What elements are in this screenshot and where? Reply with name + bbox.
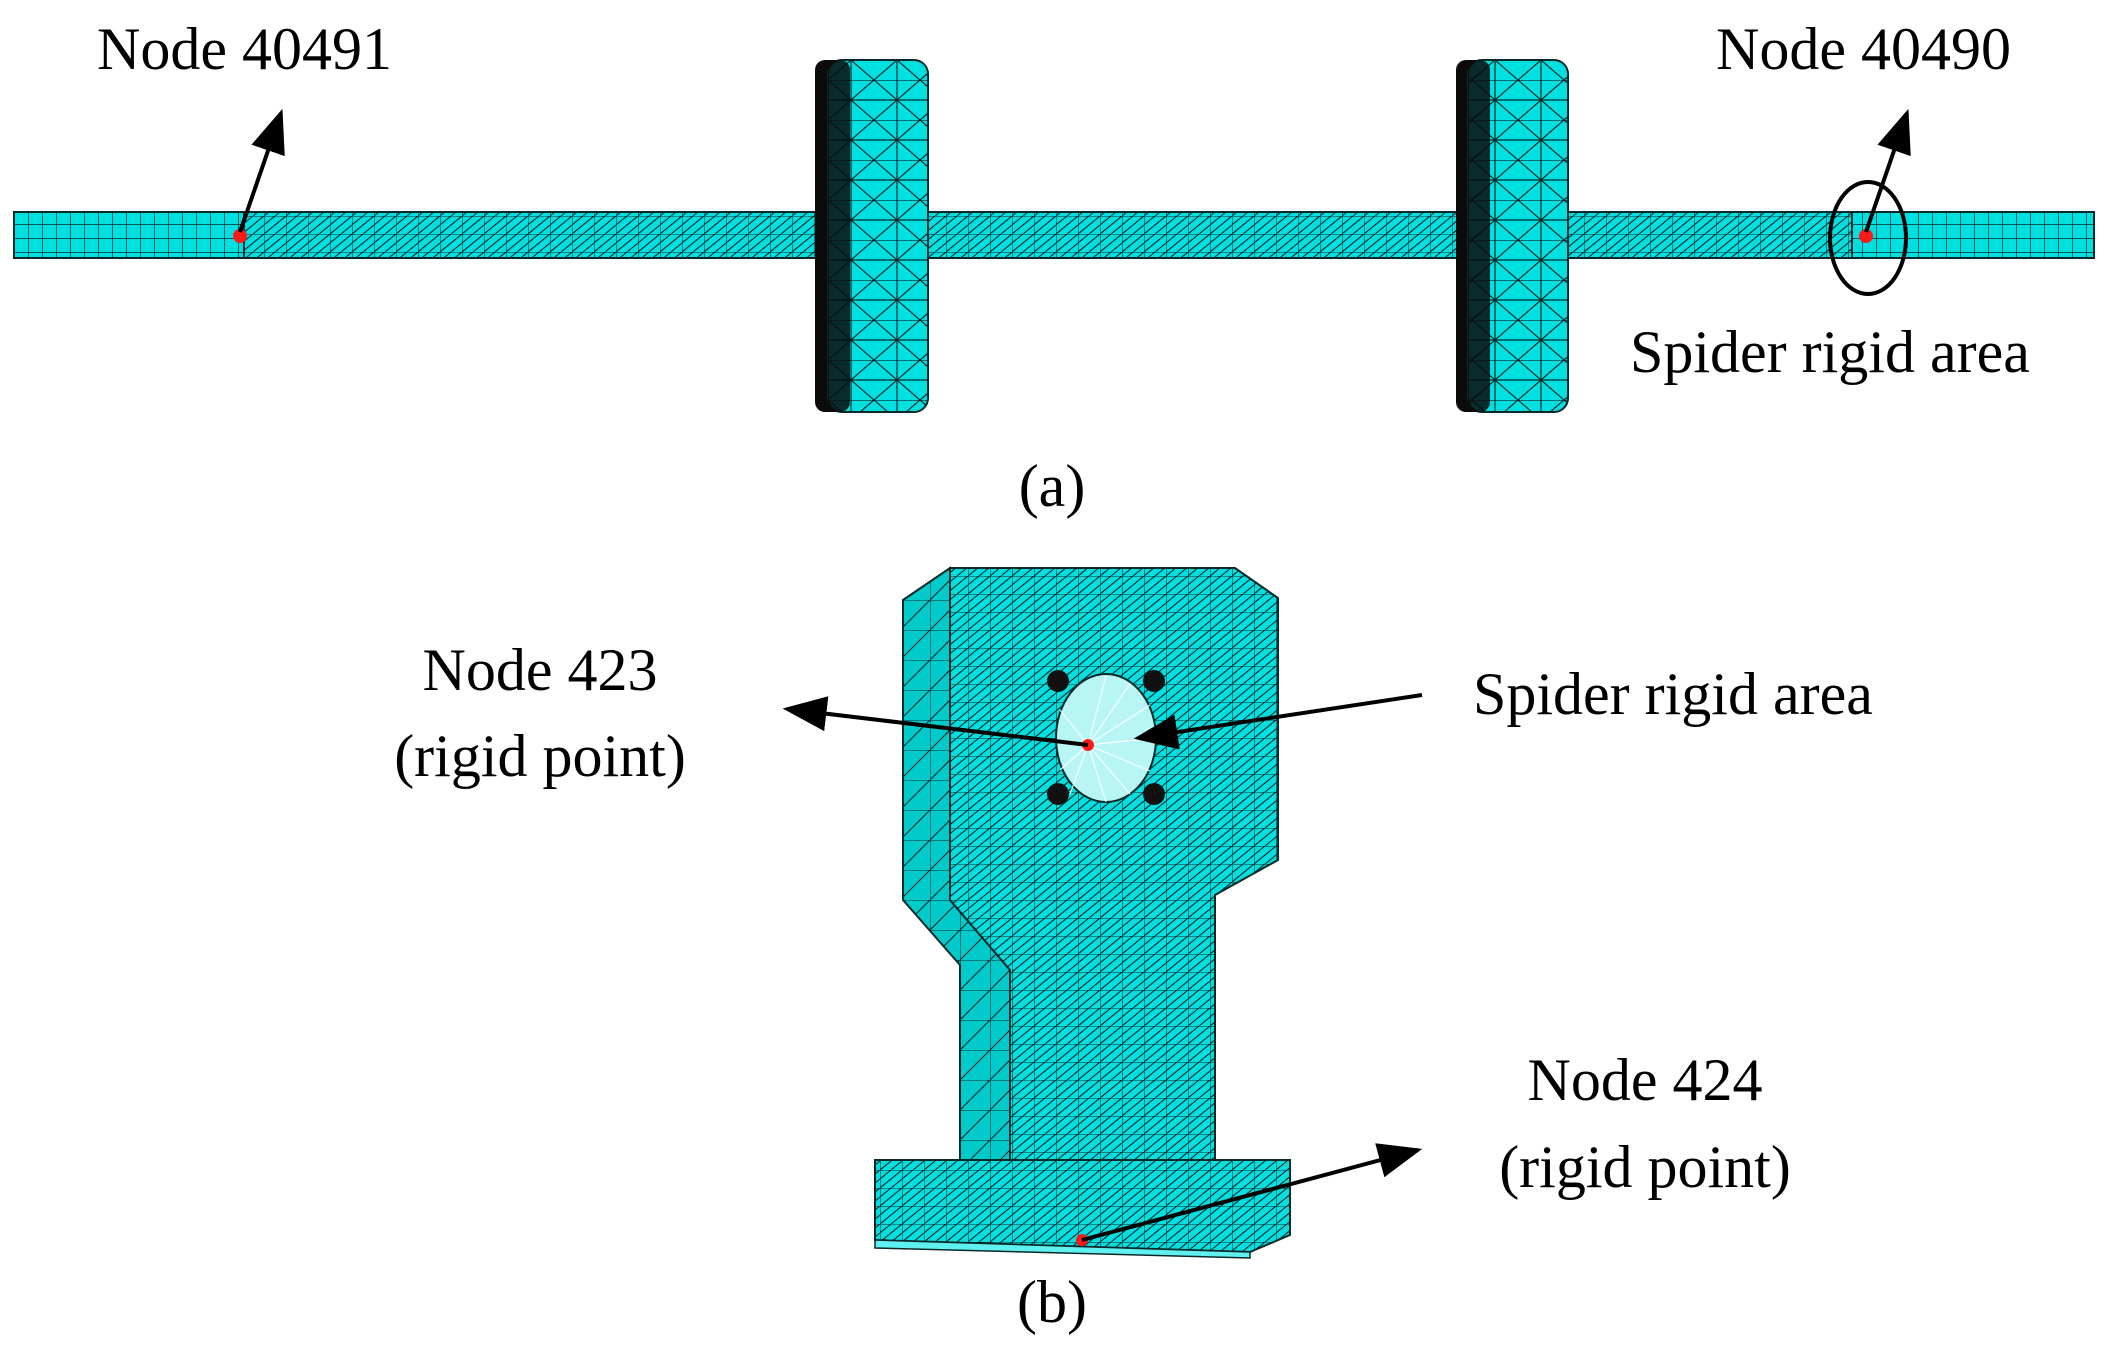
bracket-base xyxy=(874,1159,1291,1254)
caption-b: (b) xyxy=(1017,1269,1087,1335)
bolt-hole-top-right xyxy=(1143,670,1165,692)
panel-a-shaft-model: Node 40491 Node 40490 Spider rigid area … xyxy=(13,16,2095,519)
arrow-node-40491 xyxy=(238,108,285,233)
bolt-hole-top-left xyxy=(1047,670,1069,692)
label-node-40491: Node 40491 xyxy=(97,16,392,82)
bracket-front-face xyxy=(949,567,1279,1161)
shaft-segment-2 xyxy=(919,211,1459,259)
bracket-base-underside xyxy=(874,1239,1251,1259)
label-spider-rigid-area-a: Spider rigid area xyxy=(1630,319,2030,385)
label-node-424-line1: Node 424 xyxy=(1528,1047,1763,1113)
bolt-hole-bottom-left xyxy=(1047,783,1069,805)
spider-rays xyxy=(1059,675,1157,803)
caption-a: (a) xyxy=(1019,453,1086,519)
label-node-424-line2: (rigid point) xyxy=(1499,1134,1791,1200)
disk-right xyxy=(1456,59,1569,413)
bolt-hole-bottom-right xyxy=(1143,783,1165,805)
panel-b-bracket-model: Node 423 (rigid point) Spider rigid area… xyxy=(394,566,1873,1335)
label-node-423-line1: Node 423 xyxy=(423,637,658,703)
arrow-spider-rigid-area xyxy=(1133,693,1423,750)
arrow-node-424 xyxy=(1081,1143,1423,1242)
shaft-segment-1 xyxy=(243,211,825,259)
arrow-node-40490 xyxy=(1864,108,1911,233)
shaft-end-left xyxy=(13,211,245,259)
shaft-end-right xyxy=(1851,211,2095,259)
node-40490-marker xyxy=(1859,229,1873,243)
label-node-40490: Node 40490 xyxy=(1716,16,2011,82)
arrow-node-423 xyxy=(782,696,1089,747)
shaft-segment-3 xyxy=(1561,211,1853,259)
spider-rigid-area-ellipse xyxy=(1828,180,1908,296)
node-40491-marker xyxy=(233,229,247,243)
disk-left xyxy=(815,59,929,413)
label-spider-rigid-area-b: Spider rigid area xyxy=(1473,661,1873,727)
label-node-423-line2: (rigid point) xyxy=(394,723,686,789)
